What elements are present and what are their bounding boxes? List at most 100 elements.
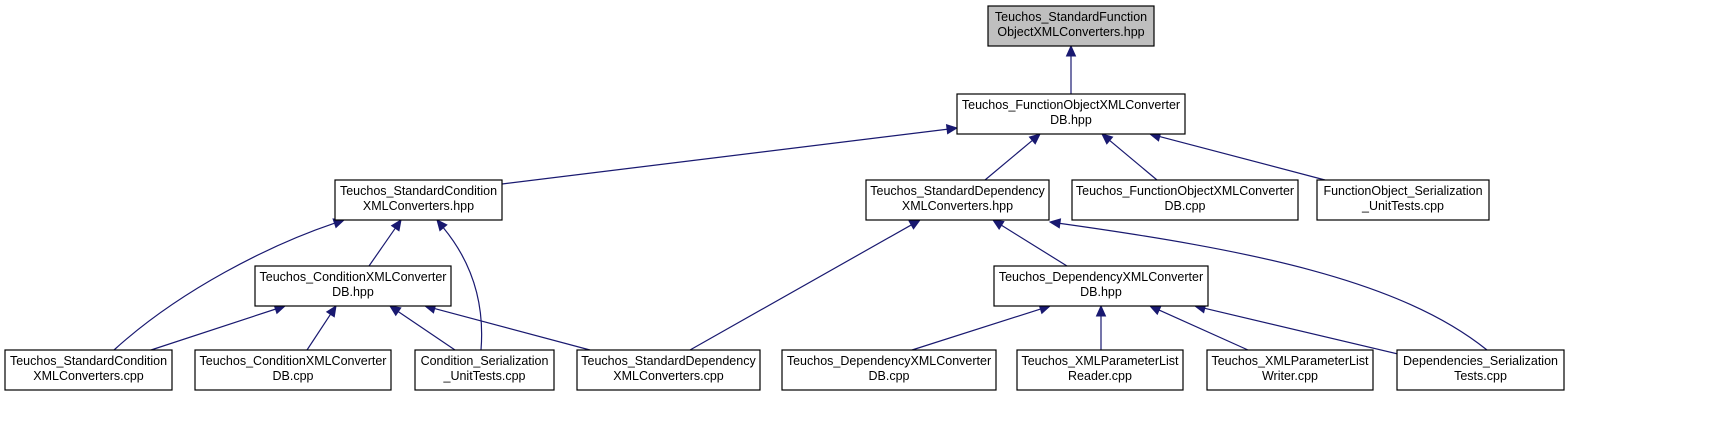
node-box <box>1016 349 1184 391</box>
edge-line <box>1059 222 1488 351</box>
node-box <box>993 265 1209 307</box>
node-label-line: Condition_Serialization <box>421 354 549 368</box>
node-label-line: Tests.cpp <box>1454 369 1507 383</box>
edge-line <box>150 308 276 351</box>
edge-dep_db_hpp-to-std_dep_hpp <box>991 219 1068 267</box>
node-cond-ser[interactable]: Condition_Serialization_UnitTests.cpp <box>414 349 555 391</box>
edge-line <box>1001 224 1068 267</box>
node-label-line: ObjectXMLConverters.hpp <box>997 25 1144 39</box>
edge-cond_ser-to-cond_db_hpp <box>388 305 456 351</box>
node-box <box>956 93 1186 135</box>
node-box <box>1071 179 1299 221</box>
edge-line <box>911 308 1041 351</box>
edge-fo_db_cpp-to-fo_db_hpp <box>1101 133 1158 181</box>
node-box <box>194 349 392 391</box>
edge-arrowhead <box>991 219 1005 231</box>
edge-line <box>397 311 456 351</box>
node-label-line: Teuchos_DependencyXMLConverter <box>787 354 991 368</box>
edge-arrowhead <box>1148 305 1162 316</box>
node-label-line: Teuchos_DependencyXMLConverter <box>999 270 1203 284</box>
node-label-line: XMLConverters.cpp <box>613 369 724 383</box>
edge-dep_ser-to-dep_db_hpp <box>1193 303 1403 356</box>
edge-std_dep_hpp-to-fo_db_hpp <box>984 133 1041 181</box>
edge-dep_ser-to-std_dep_hpp <box>1048 218 1488 351</box>
edge-line <box>306 314 331 351</box>
edge-line <box>984 139 1033 181</box>
node-box <box>987 5 1155 47</box>
edge-line <box>113 222 335 351</box>
node-box <box>414 349 555 391</box>
edge-line <box>501 128 948 185</box>
nodes-layer: Teuchos_StandardFunctionObjectXMLConvert… <box>4 5 1565 391</box>
node-label-line: Teuchos_StandardDependency <box>870 184 1045 198</box>
edge-arrowhead <box>945 124 959 135</box>
edge-arrowhead <box>1065 44 1077 57</box>
edge-fo_ser-to-fo_db_hpp <box>1148 131 1326 181</box>
node-std-cond-hpp[interactable]: Teuchos_StandardConditionXMLConverters.h… <box>334 179 503 221</box>
edge-line <box>442 227 483 351</box>
edge-cond_db_hpp-to-std_cond_hpp <box>368 218 402 267</box>
edge-line <box>1158 309 1249 351</box>
node-label-line: DB.cpp <box>869 369 910 383</box>
node-box <box>334 179 503 221</box>
edge-line <box>1159 135 1326 181</box>
edge-arrowhead <box>388 305 402 317</box>
node-fo-ser[interactable]: FunctionObject_Serialization_UnitTests.c… <box>1316 179 1490 221</box>
node-label-line: Teuchos_ConditionXMLConverter <box>260 270 447 284</box>
node-label-line: DB.hpp <box>1080 285 1122 299</box>
node-label-line: FunctionObject_Serialization <box>1323 184 1482 198</box>
edge-arrowhead <box>908 219 922 230</box>
node-label-line: Teuchos_StandardDependency <box>581 354 756 368</box>
edge-line <box>368 227 396 267</box>
node-label-line: DB.cpp <box>273 369 314 383</box>
edge-arrowhead <box>1048 218 1062 229</box>
node-label-line: Teuchos_XMLParameterList <box>1021 354 1179 368</box>
edge-arrowhead <box>1095 304 1107 317</box>
node-label-line: XMLConverters.hpp <box>363 199 474 213</box>
edge-arrowhead <box>325 304 337 318</box>
edge-arrowhead <box>436 219 448 232</box>
edge-arrowhead <box>1101 133 1114 145</box>
edge-line <box>434 307 591 351</box>
node-label-line: DB.hpp <box>1050 113 1092 127</box>
edge-std_cond_cpp-to-cond_db_hpp <box>150 304 287 351</box>
edge-std_dep_cpp-to-std_dep_hpp <box>689 219 922 351</box>
node-label-line: DB.hpp <box>332 285 374 299</box>
edge-std_cond_hpp-to-fo_db_hpp <box>501 124 959 185</box>
node-label-line: Teuchos_FunctionObjectXMLConverter <box>1076 184 1294 198</box>
node-root: Teuchos_StandardFunctionObjectXMLConvert… <box>987 5 1155 47</box>
edge-dep_db_cpp-to-dep_db_hpp <box>911 304 1052 351</box>
node-label-line: Teuchos_StandardCondition <box>340 184 497 198</box>
node-box <box>865 179 1050 221</box>
node-std-dep-cpp[interactable]: Teuchos_StandardDependencyXMLConverters.… <box>576 349 761 391</box>
edge-xml_reader-to-dep_db_hpp <box>1095 304 1107 350</box>
node-box <box>576 349 761 391</box>
edge-line <box>1204 307 1403 356</box>
node-box <box>1396 349 1565 391</box>
node-std-dep-hpp[interactable]: Teuchos_StandardDependencyXMLConverters.… <box>865 179 1050 221</box>
node-label-line: Teuchos_FunctionObjectXMLConverter <box>962 98 1180 112</box>
edge-cond_db_cpp-to-cond_db_hpp <box>306 304 337 351</box>
edge-xml_writer-to-dep_db_hpp <box>1148 305 1249 351</box>
edge-arrowhead <box>1028 133 1041 145</box>
node-label-line: XMLConverters.cpp <box>33 369 144 383</box>
edge-cond_ser-to-std_cond_hpp <box>436 219 483 351</box>
edge-line <box>689 224 912 351</box>
node-std-cond-cpp[interactable]: Teuchos_StandardConditionXMLConverters.c… <box>4 349 173 391</box>
node-label-line: Dependencies_Serialization <box>1403 354 1558 368</box>
node-label-line: Teuchos_ConditionXMLConverter <box>200 354 387 368</box>
node-label-line: Teuchos_StandardFunction <box>995 10 1147 24</box>
edge-fo_db_hpp-to-root <box>1065 44 1077 94</box>
node-label-line: _UnitTests.cpp <box>443 369 526 383</box>
node-label-line: XMLConverters.hpp <box>902 199 1013 213</box>
